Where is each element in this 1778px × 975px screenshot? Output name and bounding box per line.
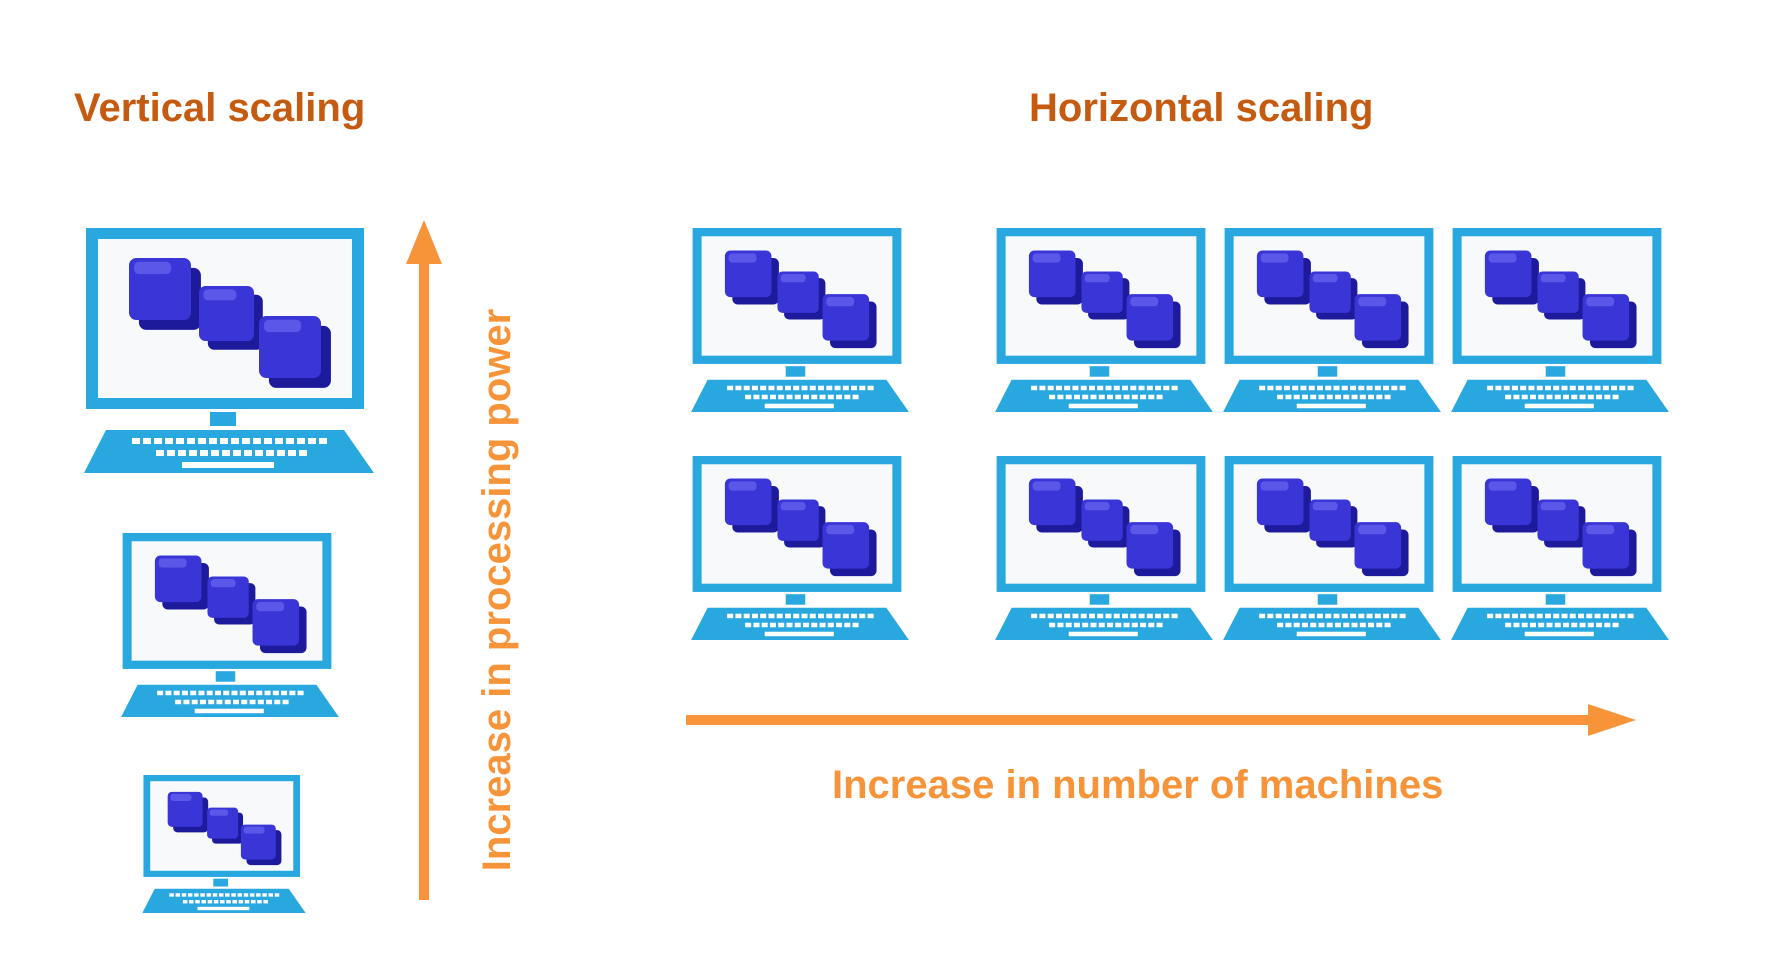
laptop-icon [1223, 456, 1441, 640]
laptop-icon [995, 456, 1213, 640]
laptop-icon [1451, 456, 1669, 640]
vertical-scaling-heading: Vertical scaling [74, 86, 366, 130]
horizontal-axis-label: Increase in number of machines [832, 763, 1444, 807]
laptop-icon [995, 228, 1213, 412]
vertical-axis-label: Increase in processing power [475, 308, 519, 872]
laptop-icon [691, 228, 909, 412]
laptop-icon [1451, 228, 1669, 412]
arrow-up-icon [406, 220, 442, 900]
laptop-icon [84, 228, 374, 473]
arrow-right-icon [686, 704, 1636, 736]
laptop-icon [142, 775, 306, 913]
laptop-icon [1223, 228, 1441, 412]
horizontal-scaling-heading: Horizontal scaling [1029, 86, 1374, 130]
laptop-icon [121, 533, 339, 717]
laptop-icon [691, 456, 909, 640]
